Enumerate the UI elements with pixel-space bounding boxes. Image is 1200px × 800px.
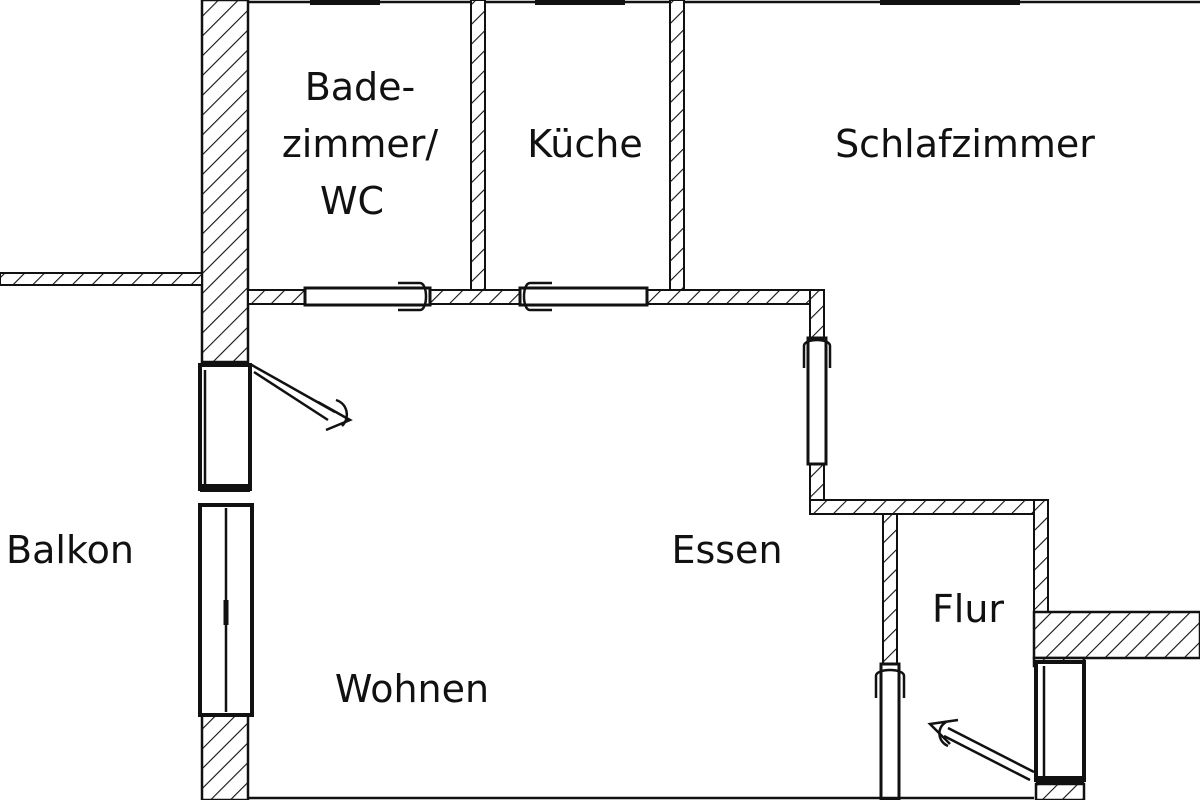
top-wall bbox=[248, 0, 1200, 5]
balcony-railing bbox=[0, 272, 203, 286]
sliding-door-hallway bbox=[874, 662, 906, 800]
room-label-bathroom-line2: zimmer/ bbox=[282, 122, 439, 166]
room-label-bathroom-line3: WC bbox=[320, 179, 384, 223]
door-swing-arrow-hallway bbox=[927, 718, 1035, 782]
balcony-window-top bbox=[198, 363, 252, 492]
room-label-hallway: Flur bbox=[932, 587, 1004, 631]
room-label-kitchen: Küche bbox=[527, 122, 642, 166]
entrance-door bbox=[1034, 660, 1086, 800]
interior-walls bbox=[247, 0, 1200, 668]
room-label-balcony: Balkon bbox=[6, 528, 134, 572]
left-exterior-wall bbox=[200, 0, 250, 800]
sliding-door-bedroom bbox=[802, 336, 832, 466]
balcony-door bbox=[198, 503, 254, 717]
sliding-door-bathroom bbox=[303, 281, 432, 312]
room-label-dining: Essen bbox=[671, 528, 782, 572]
sliding-door-kitchen bbox=[518, 281, 649, 312]
door-swing-arrow-living bbox=[249, 362, 353, 432]
room-label-bedroom: Schlafzimmer bbox=[835, 122, 1095, 166]
room-label-living: Wohnen bbox=[335, 667, 489, 711]
room-label-bathroom-line1: Bade- bbox=[305, 65, 416, 109]
